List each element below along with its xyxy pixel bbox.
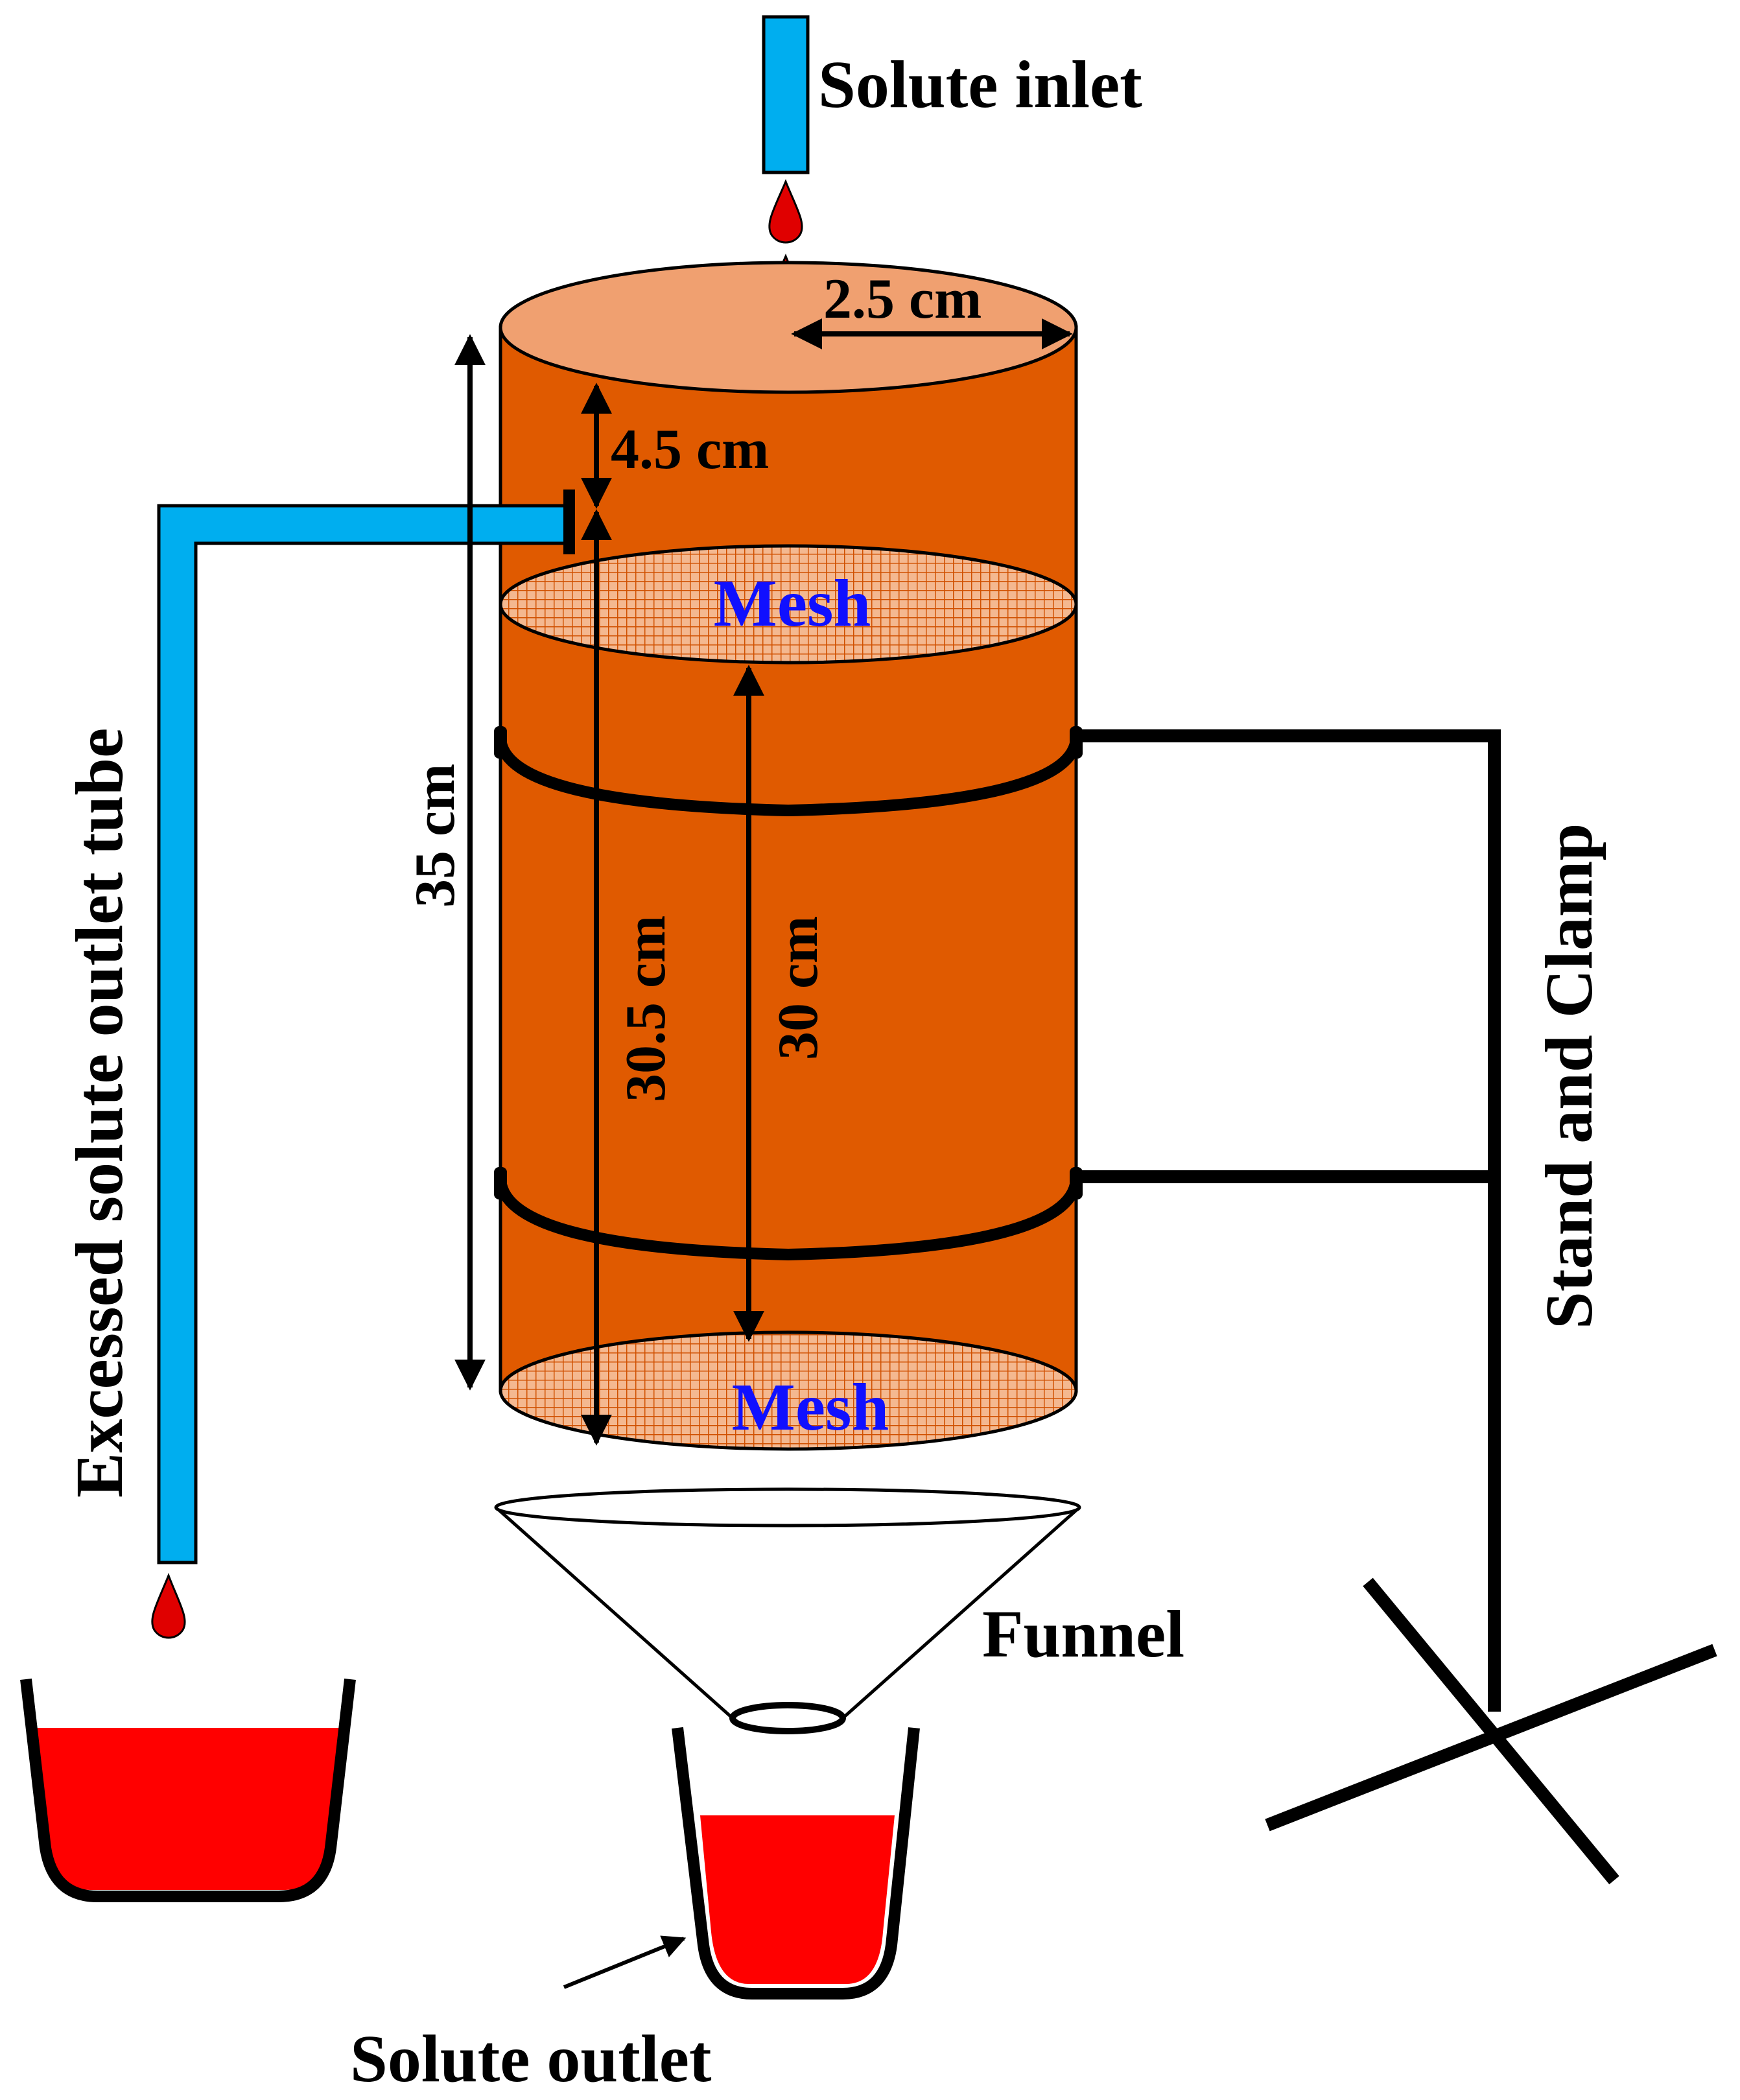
solute-outlet-pointer xyxy=(563,1935,687,1989)
mesh-spacing-label: 30 cm xyxy=(767,916,830,1060)
column-top xyxy=(499,261,1078,394)
bottom-beaker xyxy=(672,1727,920,2000)
stand-and-clamp-label: Stand and Clamp xyxy=(1532,823,1606,1329)
solute-outlet-label: Solute outlet xyxy=(350,2022,712,2096)
inlet-drop-1 xyxy=(768,179,803,244)
left-beaker-liquid xyxy=(31,1728,340,1890)
excess-drop xyxy=(151,1572,186,1639)
solute-inlet-label: Solute inlet xyxy=(818,47,1142,122)
diameter-label: 2.5 cm xyxy=(823,268,982,331)
stand-and-clamp xyxy=(1076,729,1717,1885)
top-mesh-label: Mesh xyxy=(714,566,871,641)
total-height-label: 35 cm xyxy=(404,764,467,908)
bottom-mesh xyxy=(499,1330,1078,1451)
outlet-to-bottom-label: 30.5 cm xyxy=(615,915,677,1102)
funnel xyxy=(494,1487,1081,1734)
top-gap-label: 4.5 cm xyxy=(611,418,769,481)
top-mesh xyxy=(499,544,1078,665)
excess-outlet-tube-label: Excessed solute outlet tube xyxy=(62,728,137,1498)
funnel-label: Funnel xyxy=(982,1597,1184,1671)
left-beaker xyxy=(20,1678,356,1902)
clamp-ring-upper xyxy=(495,738,1082,817)
clamp-ring-lower xyxy=(495,1179,1082,1261)
bottom-mesh-label: Mesh xyxy=(732,1370,889,1445)
bottom-beaker-liquid xyxy=(700,1815,895,1984)
solute-inlet-tube xyxy=(762,15,810,174)
